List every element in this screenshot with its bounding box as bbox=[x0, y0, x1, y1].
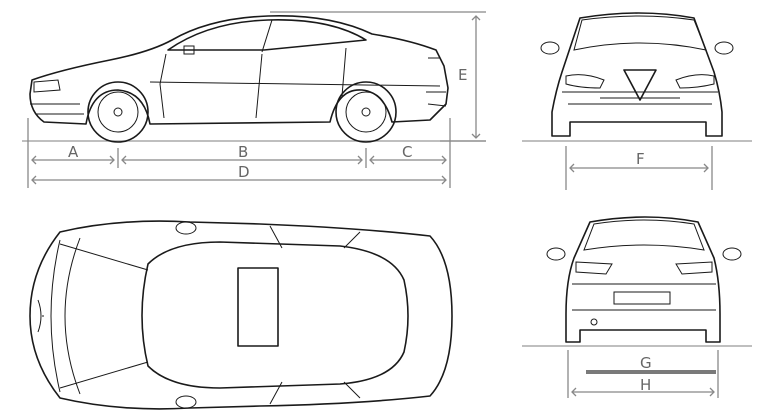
top-front-emblem bbox=[37, 299, 44, 333]
rear-wheel-rim bbox=[345, 91, 387, 133]
front-windshield bbox=[573, 15, 707, 51]
side-dimensions bbox=[27, 11, 486, 188]
top-cabin-outline bbox=[141, 241, 409, 389]
label-h: H bbox=[640, 376, 651, 394]
rear-exhaust bbox=[590, 318, 598, 326]
top-door-lines bbox=[269, 225, 361, 405]
label-g: G bbox=[640, 354, 652, 372]
front-wheel bbox=[87, 81, 149, 143]
side-belt-line bbox=[149, 81, 441, 87]
label-f: F bbox=[636, 150, 645, 168]
rear-left-taillight bbox=[575, 261, 613, 275]
rear-body-outline bbox=[565, 216, 721, 343]
rear-left-mirror bbox=[546, 247, 566, 261]
side-view: A B C D E bbox=[22, 11, 486, 188]
label-b: B bbox=[238, 143, 248, 161]
side-mirror bbox=[183, 45, 195, 55]
top-view bbox=[29, 220, 453, 410]
side-window-pillar bbox=[261, 19, 273, 53]
front-bumper-lines bbox=[562, 91, 718, 105]
rear-view: G H bbox=[522, 216, 752, 398]
top-sunroof bbox=[237, 267, 279, 347]
label-d: D bbox=[238, 163, 250, 181]
front-right-headlight bbox=[675, 74, 715, 89]
front-body-outline bbox=[551, 12, 723, 137]
label-e: E bbox=[458, 66, 467, 84]
top-right-mirror bbox=[175, 395, 197, 409]
front-grille-shield bbox=[623, 69, 657, 101]
front-wheel-rim bbox=[97, 91, 139, 133]
front-left-headlight bbox=[565, 74, 605, 89]
rear-window bbox=[583, 219, 705, 251]
top-body-outline bbox=[29, 220, 453, 410]
rear-right-taillight bbox=[675, 261, 713, 275]
rear-wheel bbox=[335, 81, 397, 143]
front-view: F bbox=[522, 12, 752, 190]
rear-wheel-hub bbox=[361, 107, 371, 117]
rear-right-mirror bbox=[722, 247, 742, 261]
side-windows bbox=[167, 19, 367, 51]
front-wheel-hub bbox=[113, 107, 123, 117]
front-left-mirror bbox=[540, 41, 560, 55]
rear-plate bbox=[613, 291, 671, 305]
side-door-lines bbox=[159, 47, 347, 119]
rear-bumper-lines bbox=[572, 283, 716, 311]
side-rear-details bbox=[426, 57, 447, 107]
label-a: A bbox=[68, 143, 79, 161]
front-right-mirror bbox=[714, 41, 734, 55]
top-left-mirror bbox=[175, 221, 197, 235]
top-hood-lines bbox=[59, 243, 149, 389]
label-c: C bbox=[402, 143, 412, 161]
top-front-contours bbox=[50, 237, 81, 395]
side-body-outline bbox=[29, 15, 449, 125]
side-front-details bbox=[30, 79, 84, 115]
